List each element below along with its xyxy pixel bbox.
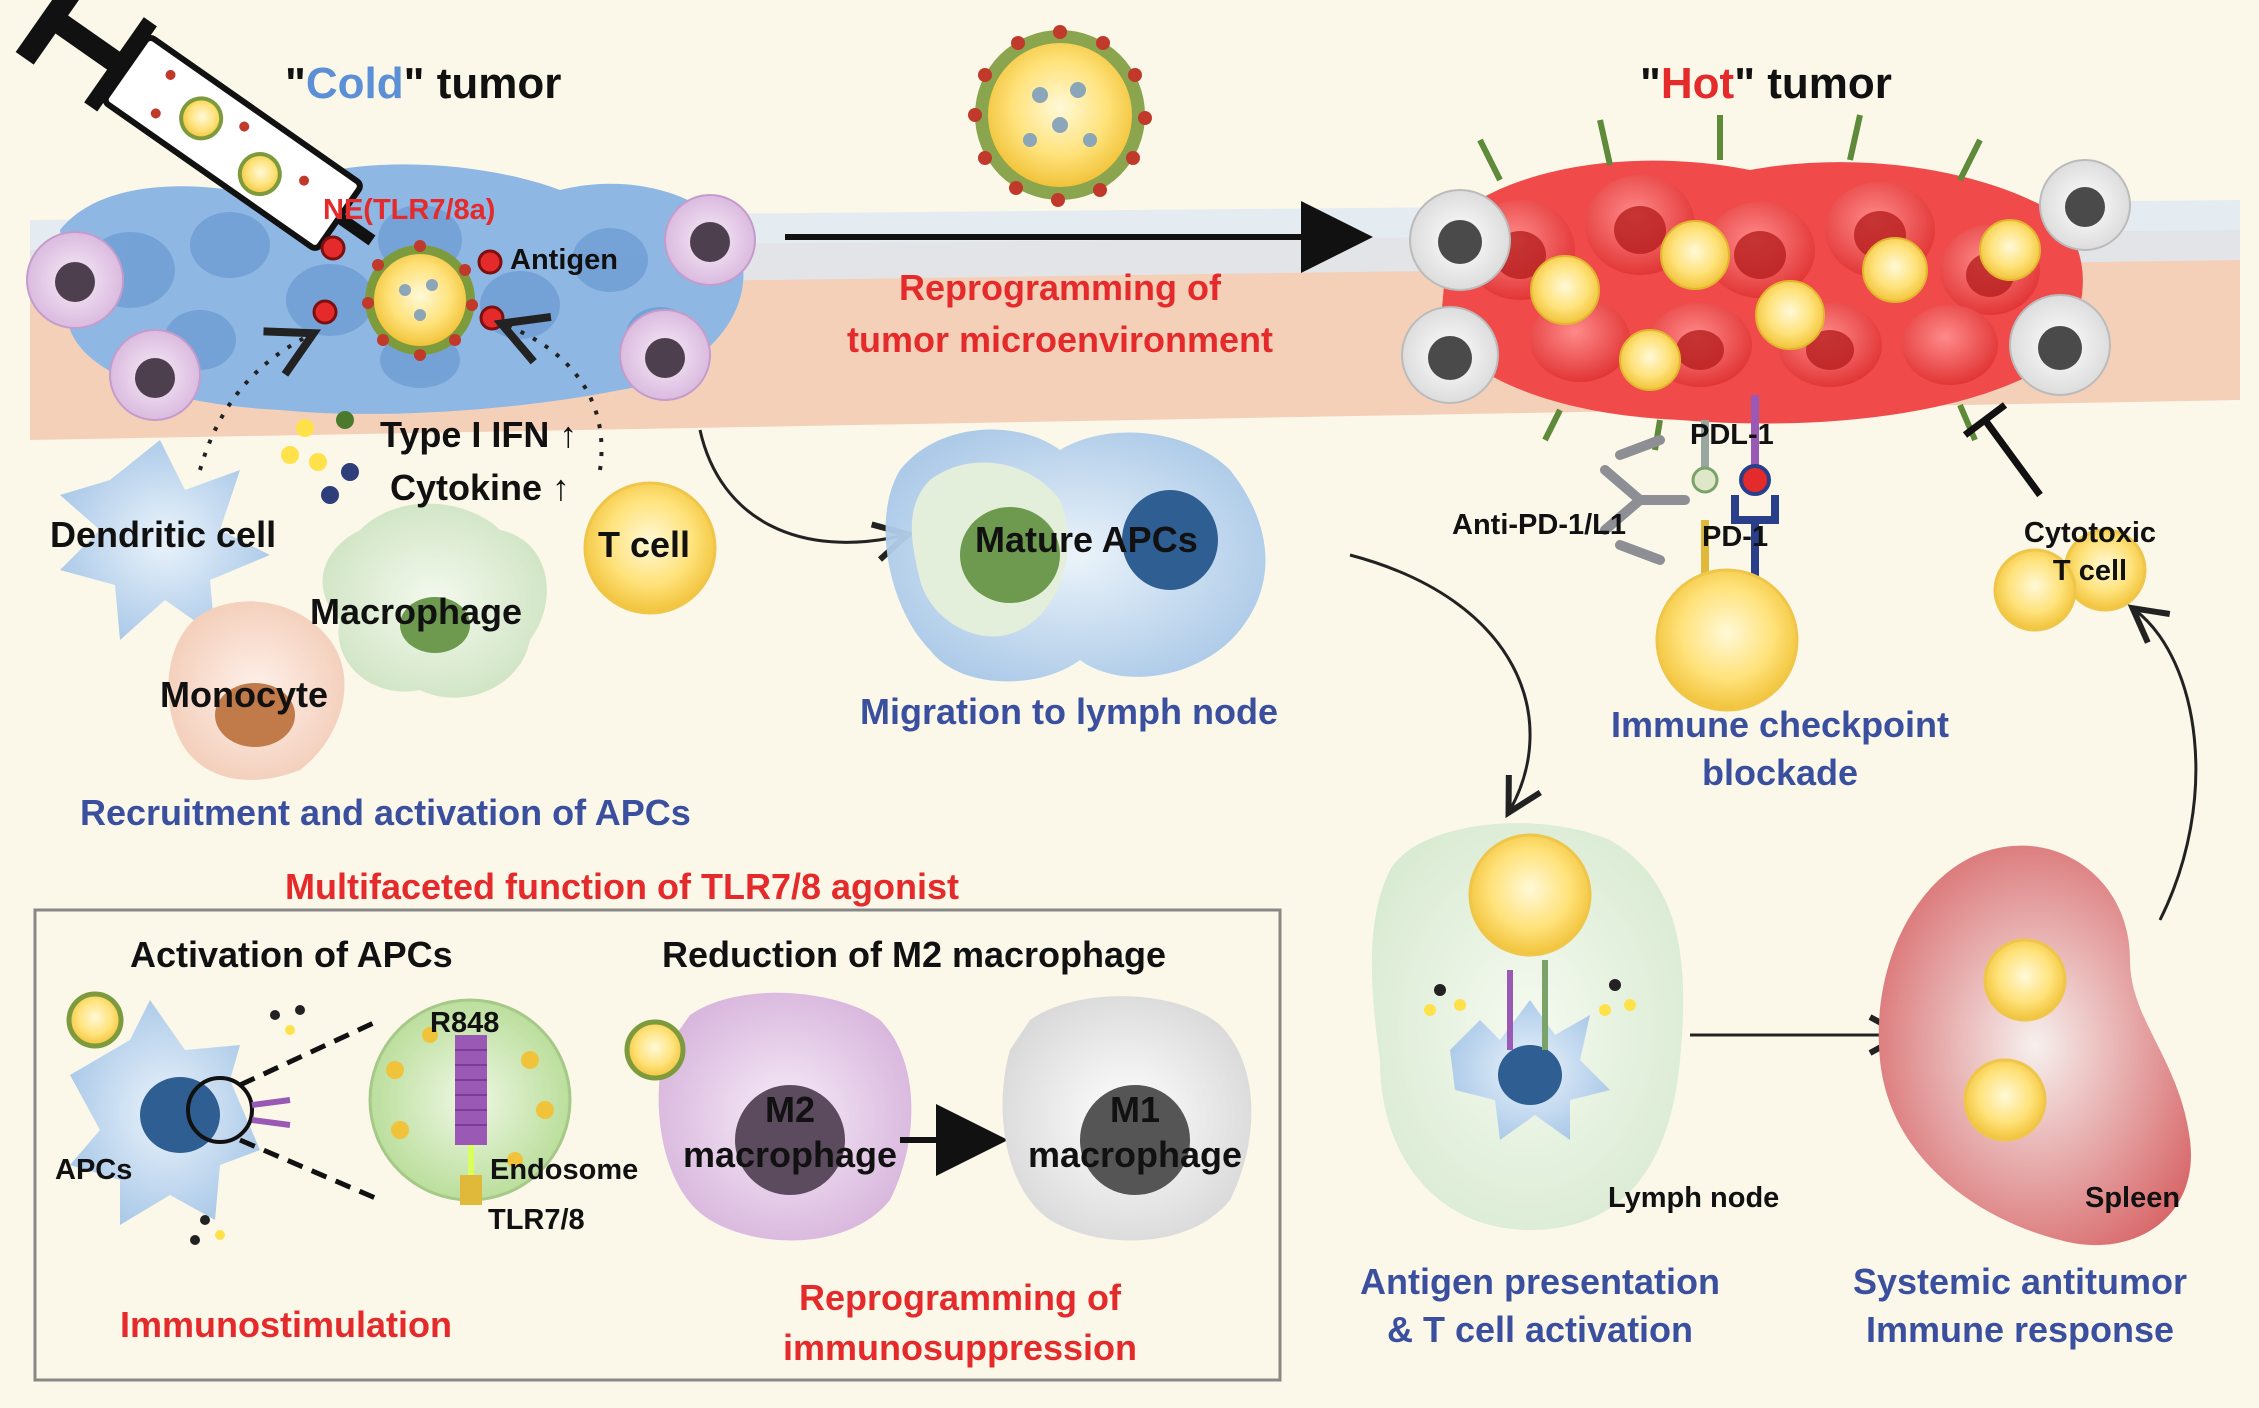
spleen-shape bbox=[1878, 845, 2191, 1246]
m2-label-line2: macrophage bbox=[682, 1134, 898, 1175]
checkpoint-illustration bbox=[1600, 395, 2043, 712]
systemic-response-line2: Immune response bbox=[1865, 1309, 2175, 1350]
cytotoxic-label-line2: T cell bbox=[2052, 555, 2128, 587]
mature-apcs-shape bbox=[885, 429, 1266, 682]
macrophage-shape bbox=[322, 503, 547, 698]
inset-endosome bbox=[368, 998, 572, 1205]
nanoparticle-in-tumor bbox=[362, 240, 478, 361]
checkpoint-label-line1: Immune checkpoint bbox=[1610, 704, 1950, 745]
monocyte-label: Monocyte bbox=[160, 674, 329, 715]
reprogramming-tme-line2: tumor microenvironment bbox=[846, 319, 1274, 360]
tlr78-label: TLR7/8 bbox=[488, 1204, 585, 1236]
monocyte-shape bbox=[168, 601, 345, 780]
anti-pd1-label: Anti-PD-1/L1 bbox=[1452, 509, 1626, 541]
antigen-presentation-line1: Antigen presentation bbox=[1359, 1261, 1721, 1302]
m1-label-line2: macrophage bbox=[1027, 1134, 1243, 1175]
pd1-label: PD-1 bbox=[1702, 521, 1769, 553]
lymph-node-shape bbox=[1371, 823, 1684, 1230]
inset-m2 bbox=[624, 992, 912, 1241]
ne-tlr-label: NE(TLR7/8a) bbox=[323, 194, 496, 226]
hot-tumor-mass bbox=[1401, 114, 2131, 451]
immunostimulation-label: Immunostimulation bbox=[120, 1304, 452, 1345]
nanoemulsion-particle-top bbox=[968, 25, 1152, 207]
reprog-immuno-line2: immunosuppression bbox=[782, 1327, 1138, 1368]
t-cell-label: T cell bbox=[598, 524, 691, 565]
inset-m1 bbox=[1002, 996, 1252, 1241]
inset-heading: Multifaceted function of TLR7/8 agonist bbox=[285, 866, 959, 907]
hot-tumor-title: "Hot" tumor bbox=[1640, 59, 1892, 108]
reduction-m2-title: Reduction of M2 macrophage bbox=[662, 934, 1167, 975]
inset-apc bbox=[66, 991, 382, 1245]
reprogramming-tme-line1: Reprogramming of bbox=[898, 267, 1221, 308]
spleen-label: Spleen bbox=[2085, 1182, 2181, 1214]
mature-apcs-label: Mature APCs bbox=[975, 519, 1198, 560]
endosome-label: Endosome bbox=[490, 1154, 639, 1186]
dendritic-cell-shape bbox=[60, 440, 270, 640]
systemic-response-line1: Systemic antitumor bbox=[1852, 1261, 2188, 1302]
recruitment-label: Recruitment and activation of APCs bbox=[80, 792, 691, 833]
apcs-label: APCs bbox=[55, 1154, 133, 1186]
antigen-label: Antigen bbox=[510, 244, 618, 276]
type-ifn-label: Type I IFN ↑ bbox=[380, 414, 578, 455]
m1-label-line1: M1 bbox=[1109, 1089, 1160, 1130]
antigen-presentation-line2: & T cell activation bbox=[1386, 1309, 1694, 1350]
cytotoxic-label-line1: Cytotoxic bbox=[2023, 517, 2157, 549]
syringe bbox=[15, 0, 376, 251]
reprog-immuno-line1: Reprogramming of bbox=[798, 1277, 1121, 1318]
cold-tumor-title: "Cold" tumor bbox=[285, 59, 562, 108]
migration-label: Migration to lymph node bbox=[860, 691, 1278, 732]
dendritic-cell-label: Dendritic cell bbox=[50, 514, 277, 555]
macrophage-label: Macrophage bbox=[310, 591, 523, 632]
activation-apcs-title: Activation of APCs bbox=[130, 934, 453, 975]
cytokine-label: Cytokine ↑ bbox=[390, 467, 571, 508]
pdl1-label: PDL-1 bbox=[1690, 419, 1774, 451]
checkpoint-label-line2: blockade bbox=[1701, 752, 1859, 793]
m2-label-line1: M2 bbox=[764, 1089, 815, 1130]
r848-label: R848 bbox=[430, 1007, 500, 1039]
lymph-node-label: Lymph node bbox=[1608, 1182, 1780, 1214]
